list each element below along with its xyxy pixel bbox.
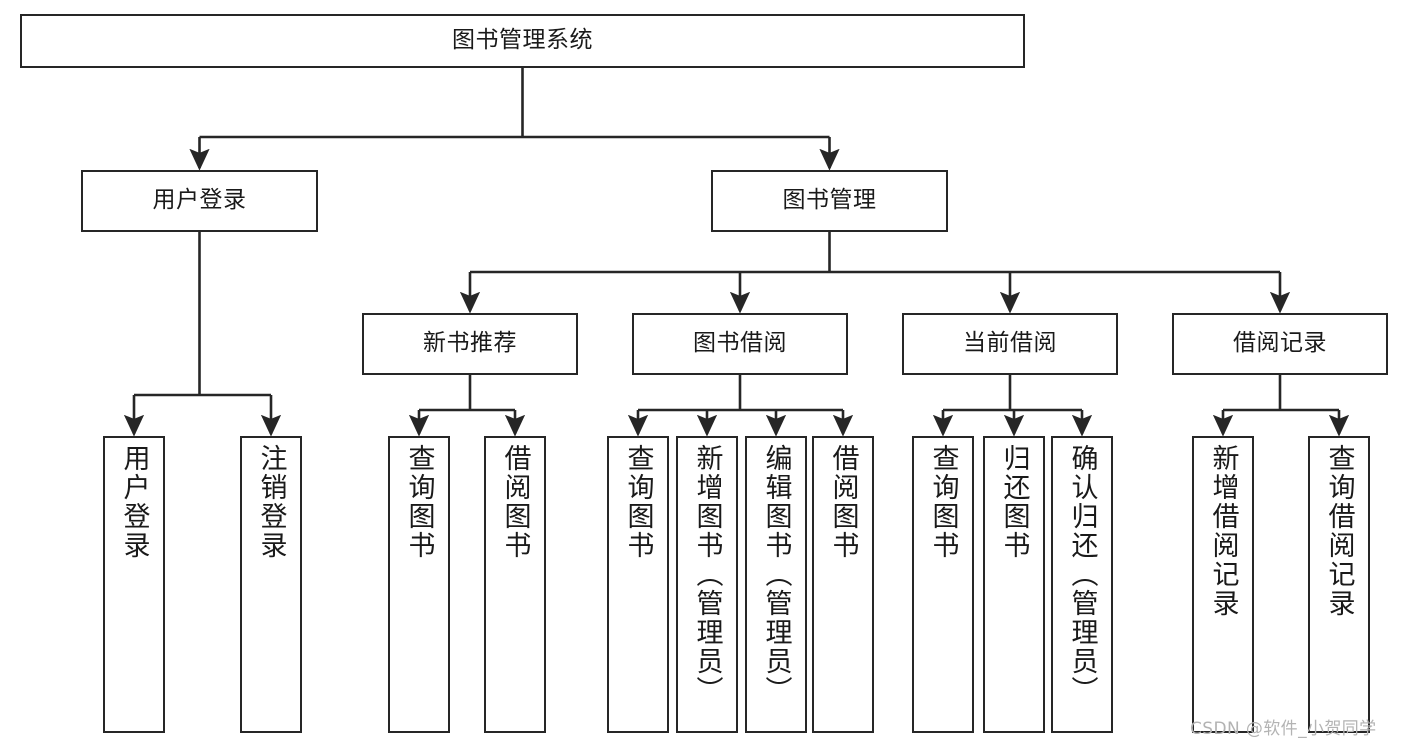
- node-book-manage: 图书管理: [711, 170, 948, 232]
- node-new-book-recommend: 新书推荐: [362, 313, 578, 375]
- node-leaf-borrow-book-2: 借阅图书: [812, 436, 874, 733]
- node-current-borrow: 当前借阅: [902, 313, 1118, 375]
- node-leaf-query-book-3: 查询图书: [912, 436, 974, 733]
- node-label: 查询图书: [927, 444, 959, 560]
- node-borrow-record: 借阅记录: [1172, 313, 1388, 375]
- csdn-watermark: CSDN @软件_小贺同学: [1190, 719, 1377, 739]
- node-leaf-borrow-book-1: 借阅图书: [484, 436, 546, 733]
- node-leaf-user-login: 用户登录: [103, 436, 165, 733]
- node-label: 图书管理: [782, 187, 877, 214]
- node-label: 查询图书: [403, 444, 435, 560]
- node-label: 新增图书（管理员）: [691, 444, 723, 705]
- node-label: 借阅记录: [1233, 330, 1327, 357]
- node-label: 新增借阅记录: [1207, 444, 1239, 618]
- node-label: 图书管理系统: [452, 27, 593, 54]
- node-label: 借阅图书: [827, 444, 859, 560]
- node-label: 用户登录: [152, 187, 247, 214]
- node-root-title: 图书管理系统: [20, 14, 1025, 68]
- node-label: 查询图书: [622, 444, 654, 560]
- node-label: 图书借阅: [693, 330, 787, 357]
- node-label: 确认归还（管理员）: [1066, 444, 1098, 705]
- node-label: 借阅图书: [499, 444, 531, 560]
- node-leaf-return-book: 归还图书: [983, 436, 1045, 733]
- node-label: 归还图书: [998, 444, 1030, 560]
- node-label: 当前借阅: [963, 330, 1057, 357]
- node-leaf-query-book-2: 查询图书: [607, 436, 669, 733]
- node-label: 用户登录: [118, 444, 150, 560]
- node-leaf-query-borrow-record: 查询借阅记录: [1308, 436, 1370, 733]
- node-leaf-add-borrow-record: 新增借阅记录: [1192, 436, 1254, 733]
- node-leaf-add-book: 新增图书（管理员）: [676, 436, 738, 733]
- node-label: 查询借阅记录: [1323, 444, 1355, 618]
- node-user-login: 用户登录: [81, 170, 318, 232]
- node-leaf-query-book-1: 查询图书: [388, 436, 450, 733]
- node-label: 注销登录: [255, 444, 287, 560]
- node-book-borrow: 图书借阅: [632, 313, 848, 375]
- node-label: 新书推荐: [423, 330, 517, 357]
- node-leaf-edit-book: 编辑图书（管理员）: [745, 436, 807, 733]
- node-leaf-logout: 注销登录: [240, 436, 302, 733]
- node-label: 编辑图书（管理员）: [760, 444, 792, 705]
- node-leaf-confirm-return: 确认归还（管理员）: [1051, 436, 1113, 733]
